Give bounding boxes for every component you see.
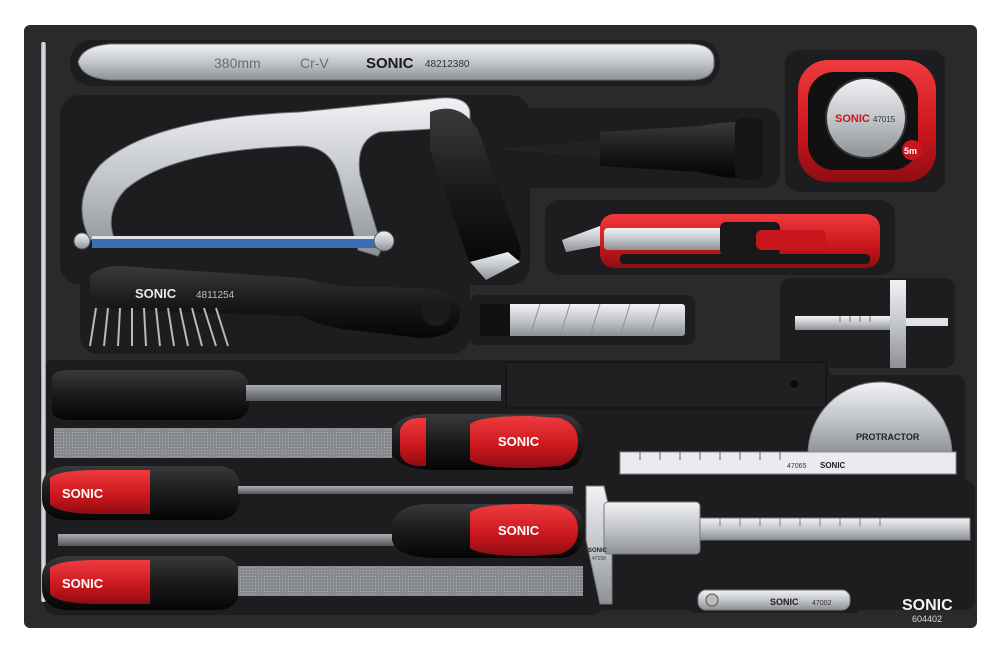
wire-brush: SONIC 4811254 xyxy=(89,266,460,347)
center-punch xyxy=(505,118,763,180)
hacksaw xyxy=(73,97,521,280)
tire-lever-size: 380mm xyxy=(214,55,261,71)
tire-lever: 380mm Cr-V SONIC 48212380 xyxy=(77,43,715,81)
tray-set-number: 604402 xyxy=(912,614,942,624)
caliper-part: 47150 xyxy=(592,556,606,562)
feeler-brand: SONIC xyxy=(770,597,799,607)
handle-brand-2: SONIC xyxy=(498,434,540,449)
tape-length: 5m xyxy=(904,146,917,156)
spare-blades xyxy=(480,303,685,337)
handle-brand-3: SONIC xyxy=(62,486,104,501)
ruler: SONIC 47065 xyxy=(619,451,957,475)
tray-brand-logo: SONIC xyxy=(902,597,953,614)
handle-file-4: SONIC xyxy=(58,504,584,558)
wire-brush-brand: SONIC xyxy=(135,286,177,301)
ruler-brand: SONIC xyxy=(820,461,846,470)
thin-rod xyxy=(41,42,46,602)
tape-measure: SONIC 47015 5m xyxy=(798,60,936,182)
tire-lever-part: 48212380 xyxy=(425,59,470,70)
depth-gauge xyxy=(795,280,948,368)
feeler-gauge: SONIC 47002 xyxy=(697,589,851,611)
caliper-brand: SONIC xyxy=(588,548,608,554)
protractor-label: PROTRACTOR xyxy=(856,432,920,442)
feeler-part: 47002 xyxy=(812,600,832,607)
tire-lever-brand: SONIC xyxy=(366,55,414,72)
wire-brush-part: 4811254 xyxy=(196,290,235,301)
vernier-caliper: SONIC 47150 xyxy=(585,485,971,605)
handle-needle-3: SONIC xyxy=(42,466,573,520)
tape-part: 47015 xyxy=(873,115,896,124)
flat-file-1 xyxy=(52,370,501,420)
utility-knife xyxy=(562,214,880,268)
tape-brand: SONIC xyxy=(835,113,870,125)
handle-brand-5: SONIC xyxy=(62,576,104,591)
black-block xyxy=(505,361,827,409)
tire-lever-material: Cr-V xyxy=(300,55,329,71)
handle-file-2: SONIC xyxy=(54,414,584,470)
handle-file-5: SONIC xyxy=(42,556,583,610)
ruler-part: 47065 xyxy=(787,463,807,470)
handle-brand-4: SONIC xyxy=(498,523,540,538)
